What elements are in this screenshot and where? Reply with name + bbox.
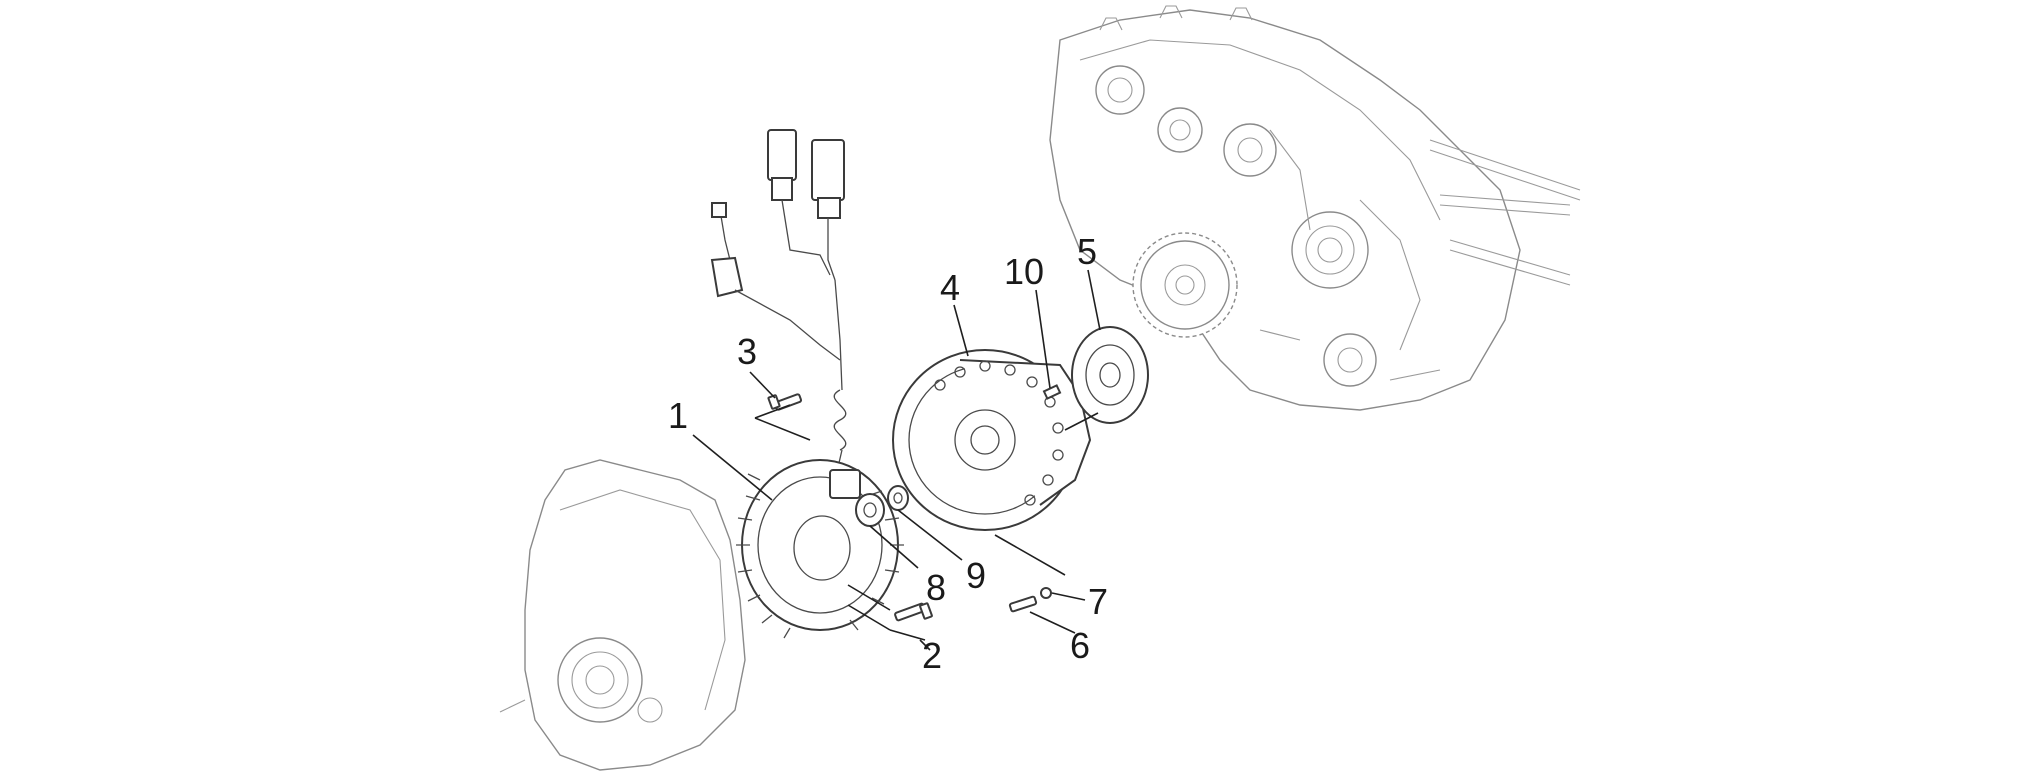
callout-9: 9 [966,555,986,596]
screw-2 [894,602,933,622]
wiring-harness [710,129,847,496]
callout-7: 7 [1088,581,1108,622]
callout-3: 3 [737,331,757,372]
engine-crankcase-housing [1049,5,1581,411]
callout-4: 4 [940,267,960,308]
callout-labels: 1 2 3 4 5 6 7 8 9 10 [668,231,1108,676]
generator-cover [499,459,746,771]
starter-gear [1132,232,1238,338]
woodruff-key [1042,384,1062,400]
leader-lines [692,269,1101,651]
flywheel-nut [855,493,885,527]
callout-2: 2 [922,635,942,676]
callout-6: 6 [1070,625,1090,666]
screw-3 [767,393,803,411]
callout-8: 8 [926,567,946,608]
flywheel-washer [887,485,909,511]
starter-freewheel [1071,326,1149,424]
stator [736,459,904,639]
callout-1: 1 [668,395,688,436]
washer-7 [1040,587,1052,599]
screw-6 [1008,595,1038,613]
flywheel-rotor [892,349,1092,531]
callout-5: 5 [1077,231,1097,272]
callout-10: 10 [1004,251,1044,292]
